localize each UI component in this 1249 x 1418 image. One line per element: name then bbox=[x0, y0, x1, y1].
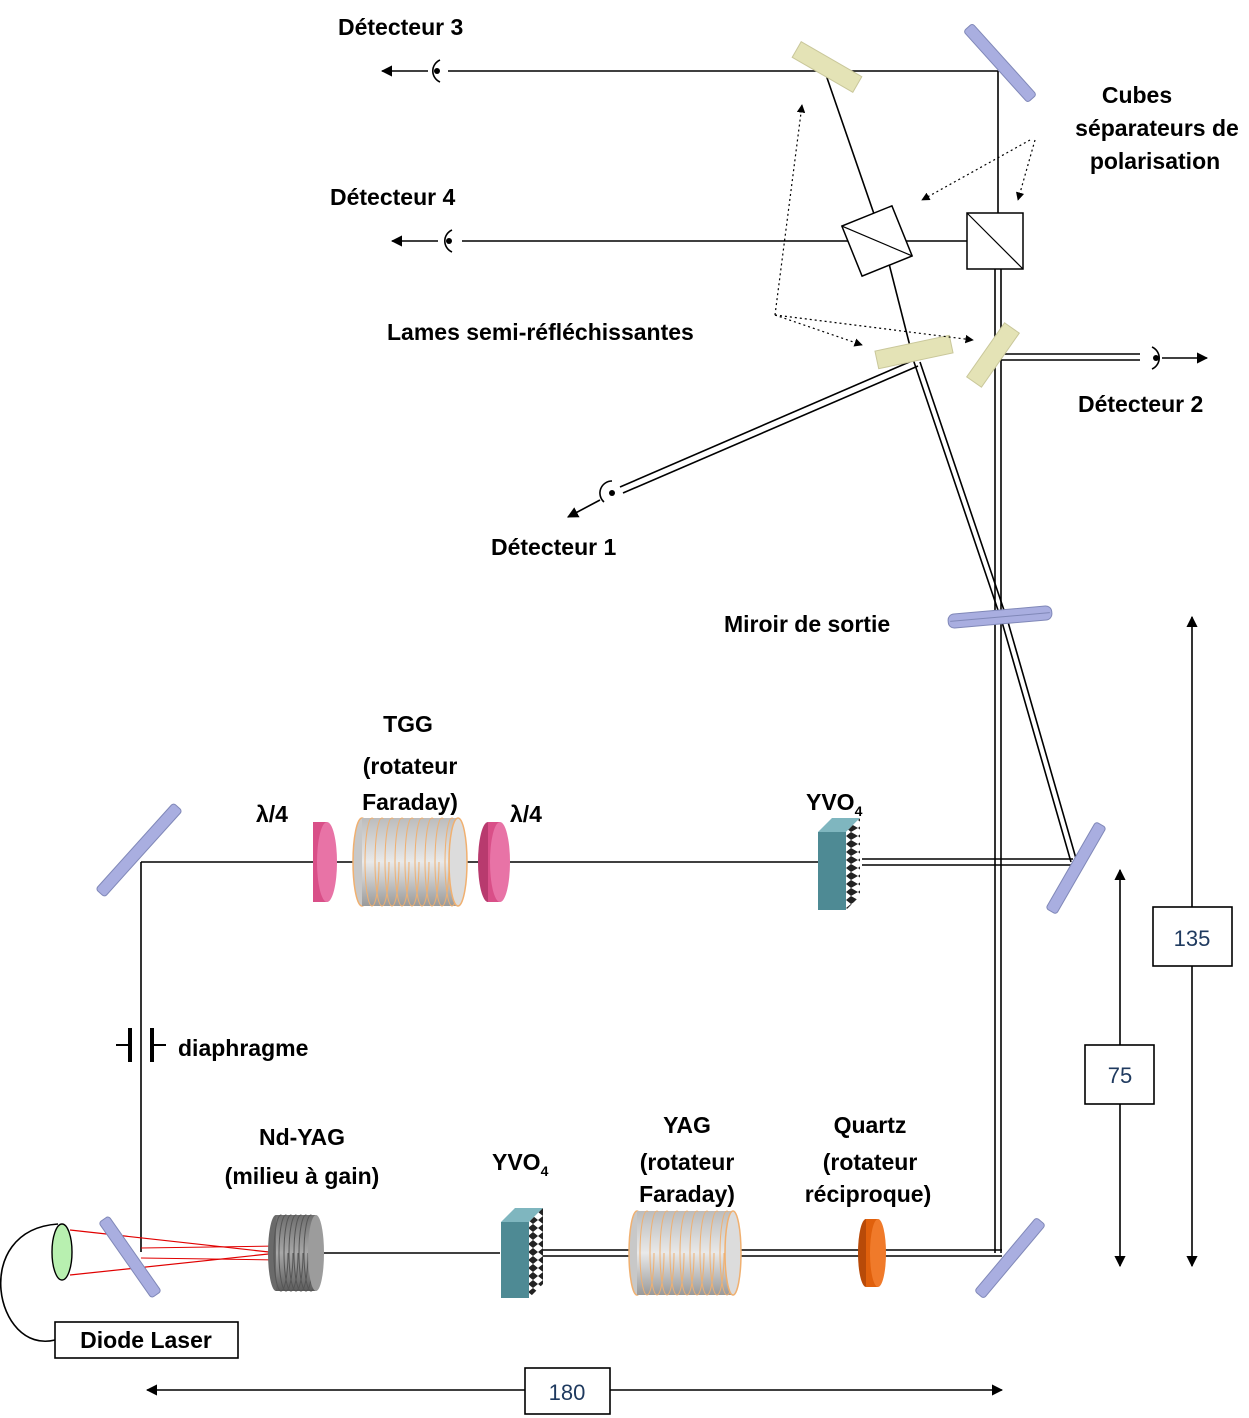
detector-3-icon bbox=[380, 59, 441, 83]
yag-label-line1: YAG bbox=[663, 1112, 711, 1138]
diode-laser-box: Diode Laser bbox=[54, 1321, 239, 1359]
detector-3-label: Détecteur 3 bbox=[338, 14, 463, 40]
ndyag-label-line1: Nd-YAG bbox=[259, 1124, 345, 1150]
output-mirror-label: Miroir de sortie bbox=[724, 611, 890, 637]
dimension-horizontal: 180 bbox=[145, 1367, 1004, 1415]
diaphragm-label: diaphragme bbox=[178, 1035, 308, 1061]
quartz-label-line2: (rotateur bbox=[823, 1149, 918, 1175]
ndyag-gain-medium bbox=[268, 1214, 324, 1292]
semi-reflecting-plate-top bbox=[791, 41, 863, 93]
mirror-left-top bbox=[96, 803, 182, 897]
tgg-label-line3: Faraday) bbox=[362, 789, 458, 815]
quarter-wave-plate-right bbox=[478, 822, 510, 902]
diode-laser-label: Diode Laser bbox=[80, 1327, 212, 1353]
dimension-vertical-long: 135 bbox=[1152, 615, 1233, 1268]
yvo4-crystal-bottom bbox=[501, 1208, 543, 1298]
cubes-label-line2: séparateurs de bbox=[1075, 115, 1239, 141]
mirror-right-mid bbox=[1046, 822, 1106, 914]
tgg-faraday-rotator bbox=[352, 817, 468, 907]
dimension-135-label: 135 bbox=[1174, 926, 1211, 951]
dimension-vertical-short: 75 bbox=[1084, 868, 1155, 1268]
yag-label-line3: Faraday) bbox=[639, 1181, 735, 1207]
yvo4-crystal-top bbox=[818, 818, 860, 910]
dimension-75-label: 75 bbox=[1108, 1063, 1132, 1088]
lambda4-right-label: λ/4 bbox=[510, 801, 542, 827]
output-mirror bbox=[947, 605, 1053, 629]
yag-label-line2: (rotateur bbox=[640, 1149, 735, 1175]
tgg-label-line1: TGG bbox=[383, 711, 433, 737]
detector-4-label: Détecteur 4 bbox=[330, 184, 455, 210]
lambda4-left-label: λ/4 bbox=[256, 801, 288, 827]
semi-reflecting-plate-1 bbox=[874, 334, 954, 370]
tgg-label-line2: (rotateur bbox=[363, 753, 458, 779]
detector-1-label: Détecteur 1 bbox=[491, 534, 616, 560]
polarizing-cube-2 bbox=[966, 212, 1024, 270]
yvo4-top-label: YVO4 bbox=[806, 789, 863, 819]
dimension-180-label: 180 bbox=[549, 1380, 586, 1405]
diaphragm bbox=[116, 1028, 166, 1062]
quartz-label-line1: Quartz bbox=[834, 1112, 907, 1138]
detector-1-icon bbox=[567, 480, 615, 518]
detector-2-icon bbox=[1151, 346, 1209, 370]
quartz-label-line3: réciproque) bbox=[805, 1181, 932, 1207]
pointer-lines bbox=[774, 104, 1036, 347]
mirror-top-right bbox=[964, 24, 1036, 102]
cubes-label-line3: polarisation bbox=[1090, 148, 1220, 174]
yvo4-bottom-label: YVO4 bbox=[492, 1149, 549, 1179]
polarizing-cube-1 bbox=[840, 204, 914, 278]
yag-faraday-rotator bbox=[628, 1210, 742, 1296]
pump-beam bbox=[69, 1229, 279, 1276]
detector-4-icon bbox=[390, 229, 453, 253]
diode-fiber bbox=[0, 1223, 59, 1343]
ndyag-label-line2: (milieu à gain) bbox=[225, 1163, 380, 1189]
mirror-bottom-left bbox=[99, 1216, 161, 1298]
detector-2-label: Détecteur 2 bbox=[1078, 391, 1203, 417]
mirror-bottom-right bbox=[975, 1218, 1045, 1298]
lames-label: Lames semi-réfléchissantes bbox=[387, 319, 694, 345]
quarter-wave-plate-left bbox=[313, 822, 337, 902]
quartz-reciprocal-rotator bbox=[858, 1219, 886, 1287]
cubes-label-line1: Cubes bbox=[1102, 82, 1172, 108]
focusing-lens bbox=[51, 1223, 73, 1281]
semi-reflecting-plate-2 bbox=[966, 322, 1020, 388]
